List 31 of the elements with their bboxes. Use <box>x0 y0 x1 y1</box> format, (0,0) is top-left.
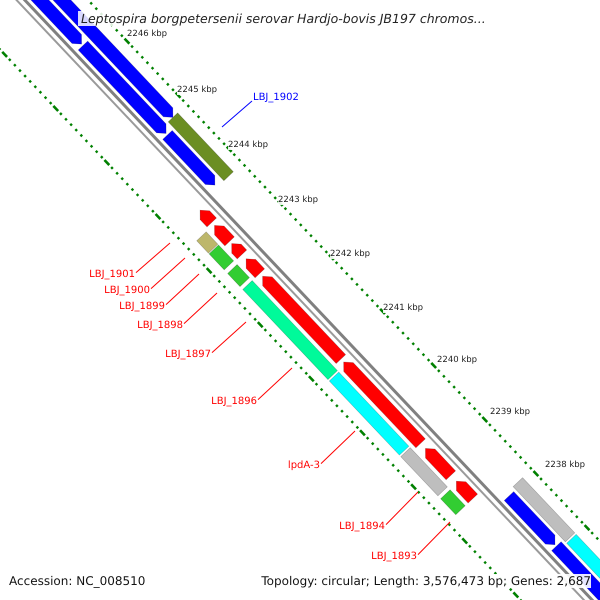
scale-label: 2241 kbp <box>383 303 424 313</box>
accession-text: Accession: NC_008510 <box>9 574 146 588</box>
scale-label: 2242 kbp <box>330 249 370 259</box>
gene-label: LBJ_1893 <box>371 551 417 563</box>
gene-label: LBJ_1899 <box>119 301 165 313</box>
leader-line <box>386 492 418 526</box>
leader-line <box>184 292 218 324</box>
gene-label: LBJ_1894 <box>339 521 385 533</box>
scale-label: 2238 kbp <box>545 460 586 470</box>
leader-line <box>222 100 252 128</box>
gene-label: lpdA-3 <box>288 460 320 472</box>
scale-label: 2243 kbp <box>278 195 318 205</box>
scale-label: 2245 kbp <box>177 85 218 95</box>
gene-label: LBJ_1896 <box>211 396 257 408</box>
gene-label: LBJ_1897 <box>165 349 211 361</box>
scale-label: 2239 kbp <box>490 407 530 417</box>
leader-line <box>136 242 170 274</box>
leader-line <box>320 430 356 464</box>
gene-label: LBJ_1902 <box>253 92 299 104</box>
leader-line <box>150 258 186 290</box>
gene-label: LBJ_1898 <box>137 320 183 332</box>
leader-line <box>212 322 246 354</box>
leader-line <box>418 522 450 556</box>
scale-label: 2244 kbp <box>228 140 268 150</box>
scale-label: 2240 kbp <box>437 355 478 365</box>
leader-line <box>166 274 200 306</box>
gene-label: LBJ_1900 <box>104 285 150 297</box>
gene-label: LBJ_1901 <box>89 269 135 281</box>
leader-line <box>258 368 292 400</box>
scale-label: 2246 kbp <box>127 29 168 39</box>
topology-text: Topology: circular; Length: 3,576,473 bp; Genes: 2,687 <box>261 574 591 588</box>
